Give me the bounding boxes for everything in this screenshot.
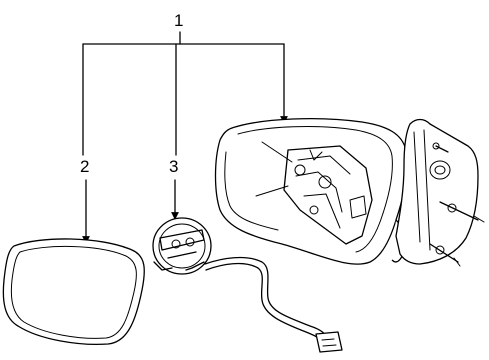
wiring-harness <box>204 256 343 353</box>
leader-lines <box>82 31 288 244</box>
callout-1-label: 1 <box>174 11 183 30</box>
harness-connector <box>315 331 343 353</box>
mirror-actuator <box>152 217 212 275</box>
callout-3-label: 3 <box>169 157 178 176</box>
mirror-housing <box>214 118 485 267</box>
callout-2-label: 2 <box>80 157 89 176</box>
mirror-glass <box>2 238 145 346</box>
